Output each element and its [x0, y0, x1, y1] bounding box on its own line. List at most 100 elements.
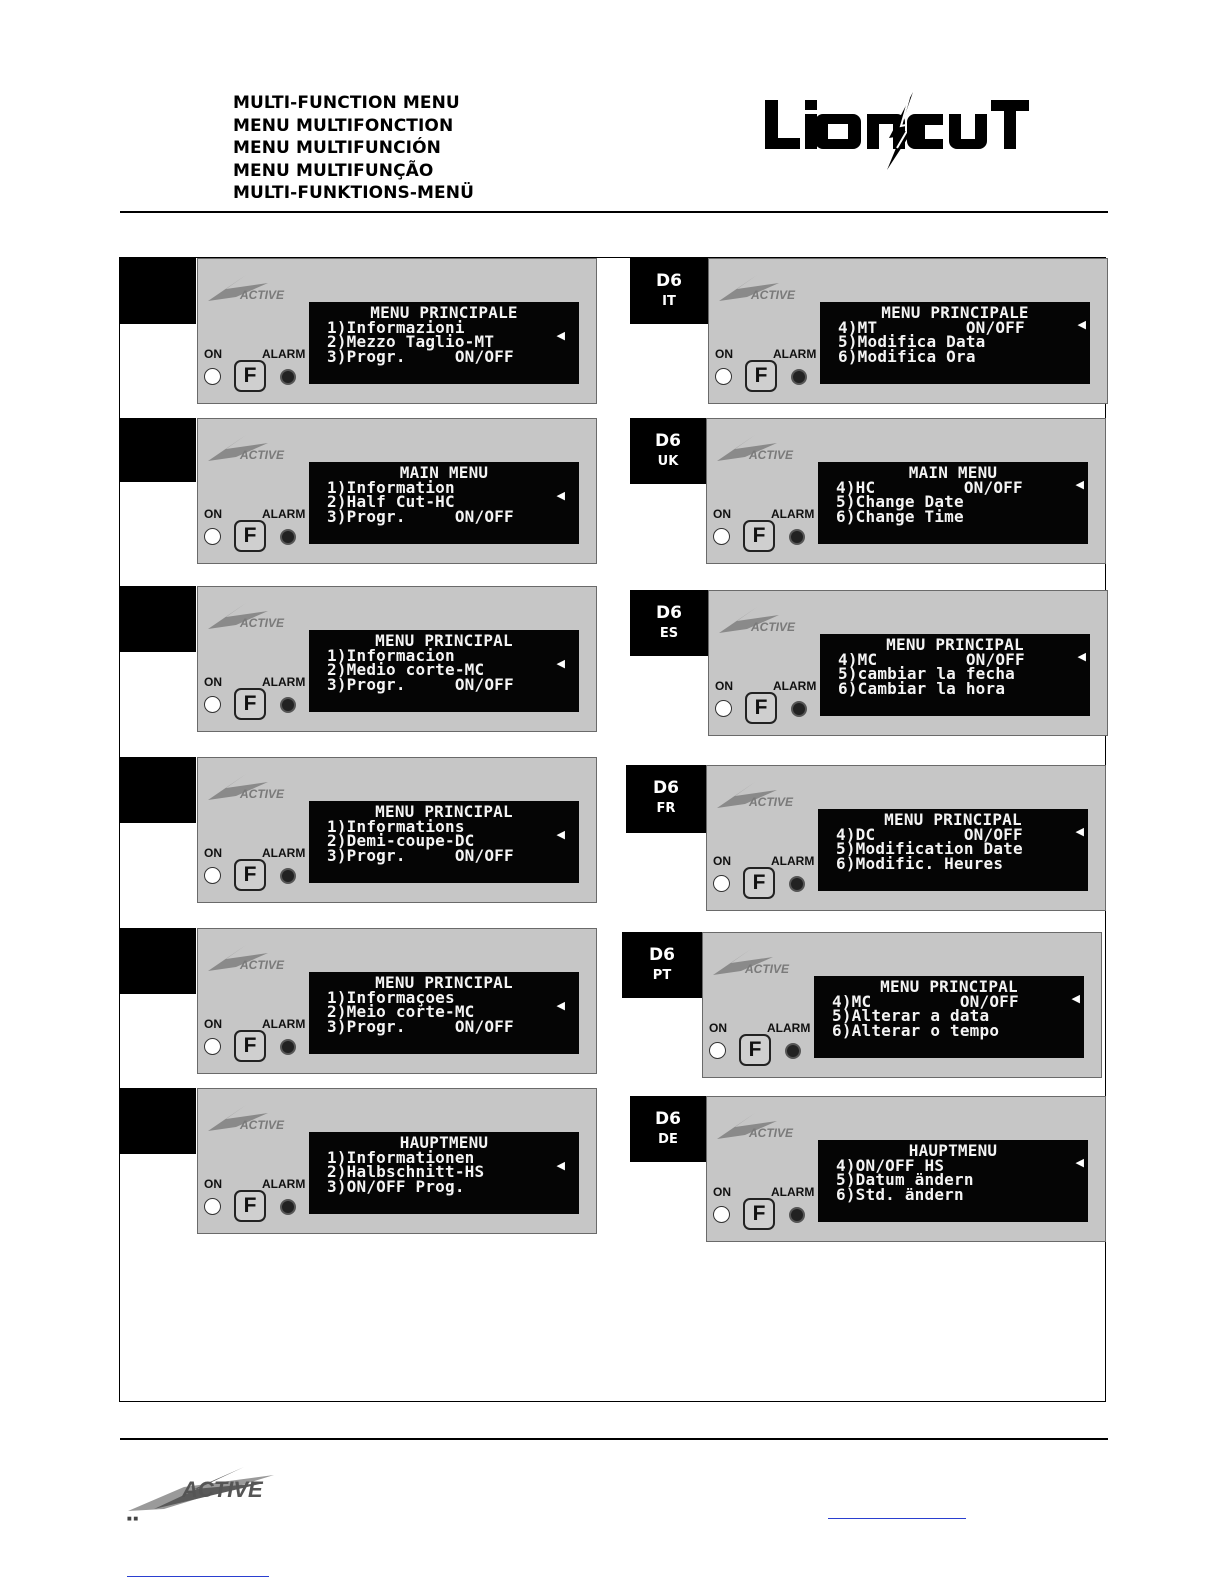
menu-title: MENU PRINCIPALE: [881, 303, 1029, 322]
selection-arrow-icon: ◀: [1075, 825, 1084, 838]
lioncut-logo: [765, 92, 1029, 170]
alarm-led-icon: [280, 697, 296, 713]
tab-code: D6: [655, 431, 681, 451]
tab-code: D6: [656, 271, 682, 291]
alarm-label: ALARM: [262, 1017, 306, 1031]
tab-code: D6: [649, 945, 675, 965]
menu-line-2: 2)Meio corte-MC: [327, 1002, 475, 1022]
on-led-icon: [715, 700, 732, 717]
alarm-led-icon: [789, 1207, 805, 1223]
tab-d6-uk: D6 UK: [630, 418, 706, 484]
device-panel-right-pt: ACTIVE ON ALARM F MENU PRINCIPAL 4)MC ON…: [702, 932, 1102, 1078]
menu-line-5: 5)cambiar la fecha: [838, 664, 1015, 684]
on-label: ON: [204, 1017, 222, 1031]
menu-line-5: 5)Alterar a data: [832, 1006, 990, 1026]
device-panel-right-uk: ACTIVE ON ALARM F MAIN MENU 4)HC ON/OFF …: [706, 418, 1106, 564]
svg-text:ACTIVE: ACTIVE: [181, 1477, 264, 1502]
tab-code: D6: [655, 1109, 681, 1129]
menu-title: MAIN MENU: [908, 463, 998, 482]
menu-line-4: 4)MC ON/OFF: [832, 991, 1019, 1011]
alarm-label: ALARM: [262, 675, 306, 689]
footer-link-underline-left[interactable]: [127, 1576, 269, 1577]
device-panel-right-fr: ACTIVE ON ALARM F MENU PRINCIPAL 4)DC ON…: [706, 765, 1106, 911]
menu-line-3: 3)Progr. ON/OFF: [327, 845, 514, 865]
function-button[interactable]: F: [234, 520, 266, 552]
menu-title: MENU PRINCIPALE: [370, 303, 518, 322]
on-led-icon: [204, 867, 221, 884]
function-button[interactable]: F: [234, 688, 266, 720]
on-led-icon: [204, 528, 221, 545]
menu-line-3: 3)Progr. ON/OFF: [327, 674, 514, 694]
tab-lang: IT: [662, 294, 676, 309]
menu-line-1: 1)Informacion: [327, 645, 455, 665]
tab-lang: UK: [657, 454, 679, 469]
menu-line-3: 3)Progr. ON/OFF: [327, 506, 514, 526]
menu-title: MENU PRINCIPAL: [884, 810, 1022, 829]
title-en: MULTI-FUNCTION MENU: [233, 93, 460, 113]
alarm-label: ALARM: [262, 1177, 306, 1191]
on-led-icon: [204, 1198, 221, 1215]
menu-line-5: 5)Change Date: [836, 492, 964, 512]
selection-arrow-icon: ◀: [1071, 992, 1080, 1005]
device-panel-right-es: ACTIVE ON ALARM F MENU PRINCIPAL 4)MC ON…: [708, 590, 1108, 736]
on-led-icon: [709, 1042, 726, 1059]
alarm-led-icon: [791, 701, 807, 717]
alarm-label: ALARM: [771, 854, 815, 868]
selection-arrow-icon: ◀: [556, 999, 565, 1012]
selection-arrow-icon: ◀: [1077, 318, 1086, 331]
left-tab-5: [120, 928, 196, 994]
tab-lang: ES: [659, 626, 679, 641]
svg-text:ACTIVE: ACTIVE: [239, 288, 285, 302]
menu-title: MENU PRINCIPAL: [375, 631, 513, 650]
svg-text:ACTIVE: ACTIVE: [239, 616, 285, 630]
device-panel-right-it: ACTIVE ON ALARM F MENU PRINCIPALE 4)MT O…: [708, 258, 1108, 404]
selection-arrow-icon: ◀: [556, 1159, 565, 1172]
menu-line-6: 6)Modifica Ora: [838, 346, 976, 366]
selection-arrow-icon: ◀: [556, 657, 565, 670]
alarm-label: ALARM: [262, 846, 306, 860]
selection-arrow-icon: ◀: [1075, 1156, 1084, 1169]
left-tab-3: [120, 586, 196, 652]
footer-rule: [120, 1438, 1108, 1440]
device-panel-left-1: ACTIVE ON ALARM F MENU PRINCIPALE 1)Info…: [197, 258, 597, 404]
on-label: ON: [204, 846, 222, 860]
on-led-icon: [204, 368, 221, 385]
function-button[interactable]: F: [234, 859, 266, 891]
function-button[interactable]: F: [739, 1034, 771, 1066]
alarm-label: ALARM: [767, 1021, 811, 1035]
menu-title: MENU PRINCIPAL: [880, 977, 1018, 996]
footer-link-underline-right[interactable]: [828, 1518, 966, 1519]
menu-line-2: 2)Halbschnitt-HS: [327, 1162, 485, 1182]
selection-arrow-icon: ◀: [556, 828, 565, 841]
menu-line-5: 5)Modification Date: [836, 839, 1023, 859]
function-button[interactable]: F: [743, 520, 775, 552]
on-label: ON: [204, 675, 222, 689]
device-panel-right-de: ACTIVE ON ALARM F HAUPTMENU 4)ON/OFF HS …: [706, 1096, 1106, 1242]
lcd-screen: HAUPTMENU 1)Informationen 2)Halbschnitt-…: [309, 1132, 579, 1214]
on-label: ON: [713, 1185, 731, 1199]
function-button[interactable]: F: [743, 1198, 775, 1230]
left-tab-2: [120, 418, 196, 482]
menu-line-3: 3)Progr. ON/OFF: [327, 1016, 514, 1036]
alarm-led-icon: [280, 529, 296, 545]
on-label: ON: [713, 854, 731, 868]
function-button[interactable]: F: [234, 1030, 266, 1062]
function-button[interactable]: F: [234, 1190, 266, 1222]
function-button[interactable]: F: [743, 867, 775, 899]
menu-title: HAUPTMENU: [908, 1141, 998, 1160]
menu-line-5: 5)Modifica Data: [838, 332, 986, 352]
lcd-screen: MENU PRINCIPALE 1)Informazioni 2)Mezzo T…: [309, 302, 579, 384]
function-button[interactable]: F: [745, 360, 777, 392]
menu-line-6: 6)Std. ändern: [836, 1184, 964, 1204]
selection-arrow-icon: ◀: [556, 489, 565, 502]
active-logo: ACTIVE: [719, 607, 796, 634]
on-led-icon: [713, 528, 730, 545]
menu-line-2: 2)Half Cut-HC: [327, 492, 455, 512]
on-label: ON: [715, 679, 733, 693]
title-pt: MENU MULTIFUNÇÃO: [233, 160, 434, 181]
function-button[interactable]: F: [234, 360, 266, 392]
function-button[interactable]: F: [745, 692, 777, 724]
svg-text:ACTIVE: ACTIVE: [748, 448, 794, 462]
tab-code: D6: [653, 778, 679, 798]
menu-line-1: 1)Information: [327, 477, 455, 497]
